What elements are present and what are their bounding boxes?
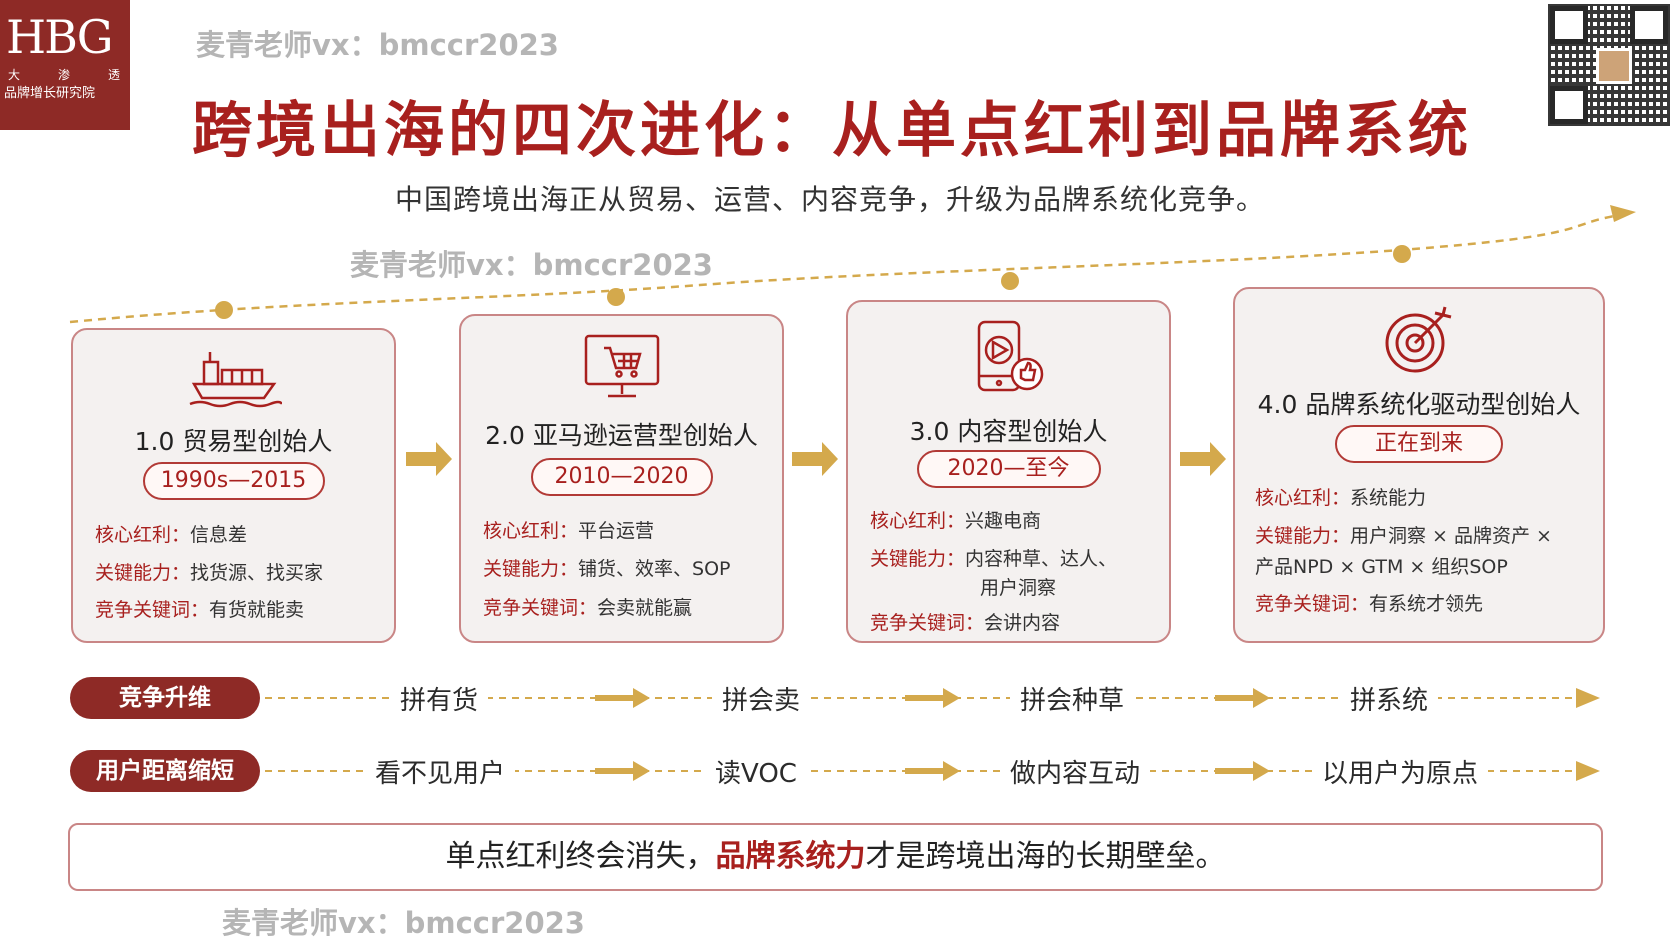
card-row: 关键能力：铺货、效率、SOP bbox=[483, 558, 731, 580]
evolution-card-3: 3.0 内容型创始人 2020—至今 核心红利：兴趣电商 关键能力：内容种草、达… bbox=[846, 300, 1171, 643]
conclusion-highlight: 品牌系统力 bbox=[715, 839, 866, 874]
track-stage: 拼有货 bbox=[390, 680, 489, 717]
card-row: 核心红利：信息差 bbox=[95, 524, 248, 546]
card-row: 关键能力：用户洞察 × 品牌资产 × bbox=[1255, 525, 1552, 547]
track-stage: 以用户为原点 bbox=[1312, 753, 1489, 790]
track-stage: 做内容互动 bbox=[1000, 753, 1151, 790]
curve-node bbox=[1393, 245, 1411, 263]
card-row: 竞争关键词：有货就能卖 bbox=[95, 599, 305, 621]
track-mini-arrows bbox=[595, 688, 1270, 781]
card-row: 核心红利：兴趣电商 bbox=[870, 510, 1042, 532]
logo-mark: HBG bbox=[6, 10, 114, 64]
track-arrowhead bbox=[1576, 761, 1600, 781]
evolution-card-1: 1.0 贸易型创始人 1990s—2015 核心红利：信息差 关键能力：找货源、… bbox=[71, 328, 396, 643]
card-title: 3.0 内容型创始人 bbox=[909, 417, 1108, 446]
logo-tagline-char: 透 bbox=[107, 68, 120, 82]
card-period: 1990s—2015 bbox=[142, 462, 325, 500]
track-stage: 拼会卖 bbox=[712, 680, 811, 717]
conclusion-text: 单点红利终会消失， bbox=[445, 839, 716, 874]
card-row: 关键能力：找货源、找买家 bbox=[95, 562, 324, 584]
track-stage: 拼会种草 bbox=[1010, 680, 1135, 717]
arrow-right-icon bbox=[406, 442, 452, 476]
card-row: 关键能力：内容种草、达人、 bbox=[870, 548, 1118, 570]
track-label-competition: 竞争升维 bbox=[70, 677, 260, 719]
evolution-card-2: 2.0 亚马逊运营型创始人 2010—2020 核心红利：平台运营 关键能力：铺… bbox=[459, 314, 784, 643]
logo-tagline-char: 渗 bbox=[57, 68, 70, 82]
curve-node bbox=[1001, 272, 1019, 290]
phone-video-like-icon bbox=[977, 320, 1043, 392]
watermark: 麦青老师vx：bmccr2023 bbox=[222, 906, 585, 940]
cargo-ship-icon bbox=[189, 352, 282, 408]
conclusion-box: 单点红利终会消失，品牌系统力才是跨境出海的长期壁垒。 bbox=[68, 823, 1603, 891]
watermark: 麦青老师vx：bmccr2023 bbox=[350, 248, 713, 282]
arrow-right-icon bbox=[792, 442, 838, 476]
track-stage: 读VOC bbox=[705, 753, 807, 790]
track-stage: 拼系统 bbox=[1340, 680, 1439, 717]
track-arrowhead bbox=[1576, 688, 1600, 708]
page-subtitle: 中国跨境出海正从贸易、运营、内容竞争，升级为品牌系统化竞争。 bbox=[394, 183, 1265, 216]
brand-logo: HBG 大 渗 透 品牌增长研究院 bbox=[0, 0, 130, 130]
page-title: 跨境出海的四次进化：从单点红利到品牌系统 bbox=[192, 96, 1472, 166]
curve-arrowhead bbox=[1610, 205, 1636, 222]
card-row: 竞争关键词：会讲内容 bbox=[870, 612, 1061, 634]
card-period: 2010—2020 bbox=[530, 458, 713, 496]
logo-institute-name: 品牌增长研究院 bbox=[4, 86, 96, 101]
card-title: 2.0 亚马逊运营型创始人 bbox=[485, 421, 758, 450]
card-row: 核心红利：平台运营 bbox=[483, 520, 655, 542]
track-label-user-distance: 用户距离缩短 bbox=[70, 750, 260, 792]
arrow-right-icon bbox=[1180, 442, 1226, 476]
curve-node bbox=[215, 301, 233, 319]
card-row: 用户洞察 bbox=[980, 577, 1057, 599]
card-period: 正在到来 bbox=[1335, 425, 1503, 463]
conclusion-text: 才是跨境出海的长期壁垒。 bbox=[865, 839, 1226, 874]
card-row: 竞争关键词：会卖就能赢 bbox=[483, 597, 693, 619]
watermark: 麦青老师vx：bmccr2023 bbox=[196, 28, 559, 62]
target-arrow-icon bbox=[1385, 306, 1452, 373]
card-title: 1.0 贸易型创始人 bbox=[134, 427, 333, 456]
qr-avatar bbox=[1596, 48, 1632, 84]
card-title: 4.0 品牌系统化驱动型创始人 bbox=[1257, 390, 1581, 419]
card-row: 核心红利：系统能力 bbox=[1255, 487, 1427, 509]
evolution-card-4: 4.0 品牌系统化驱动型创始人 正在到来 核心红利：系统能力 关键能力：用户洞察… bbox=[1233, 287, 1605, 643]
track-stage: 看不见用户 bbox=[365, 753, 516, 790]
card-arrows bbox=[406, 442, 1226, 476]
curve-node bbox=[607, 288, 625, 306]
shopping-cart-monitor-icon bbox=[584, 334, 659, 398]
logo-tagline: 大 渗 透 bbox=[8, 66, 120, 83]
card-row: 竞争关键词：有系统才领先 bbox=[1255, 593, 1484, 615]
logo-tagline-char: 大 bbox=[8, 68, 21, 82]
qr-code bbox=[1548, 4, 1670, 126]
card-row: 产品NPD × GTM × 组织SOP bbox=[1255, 556, 1508, 578]
card-period: 2020—至今 bbox=[916, 450, 1101, 488]
